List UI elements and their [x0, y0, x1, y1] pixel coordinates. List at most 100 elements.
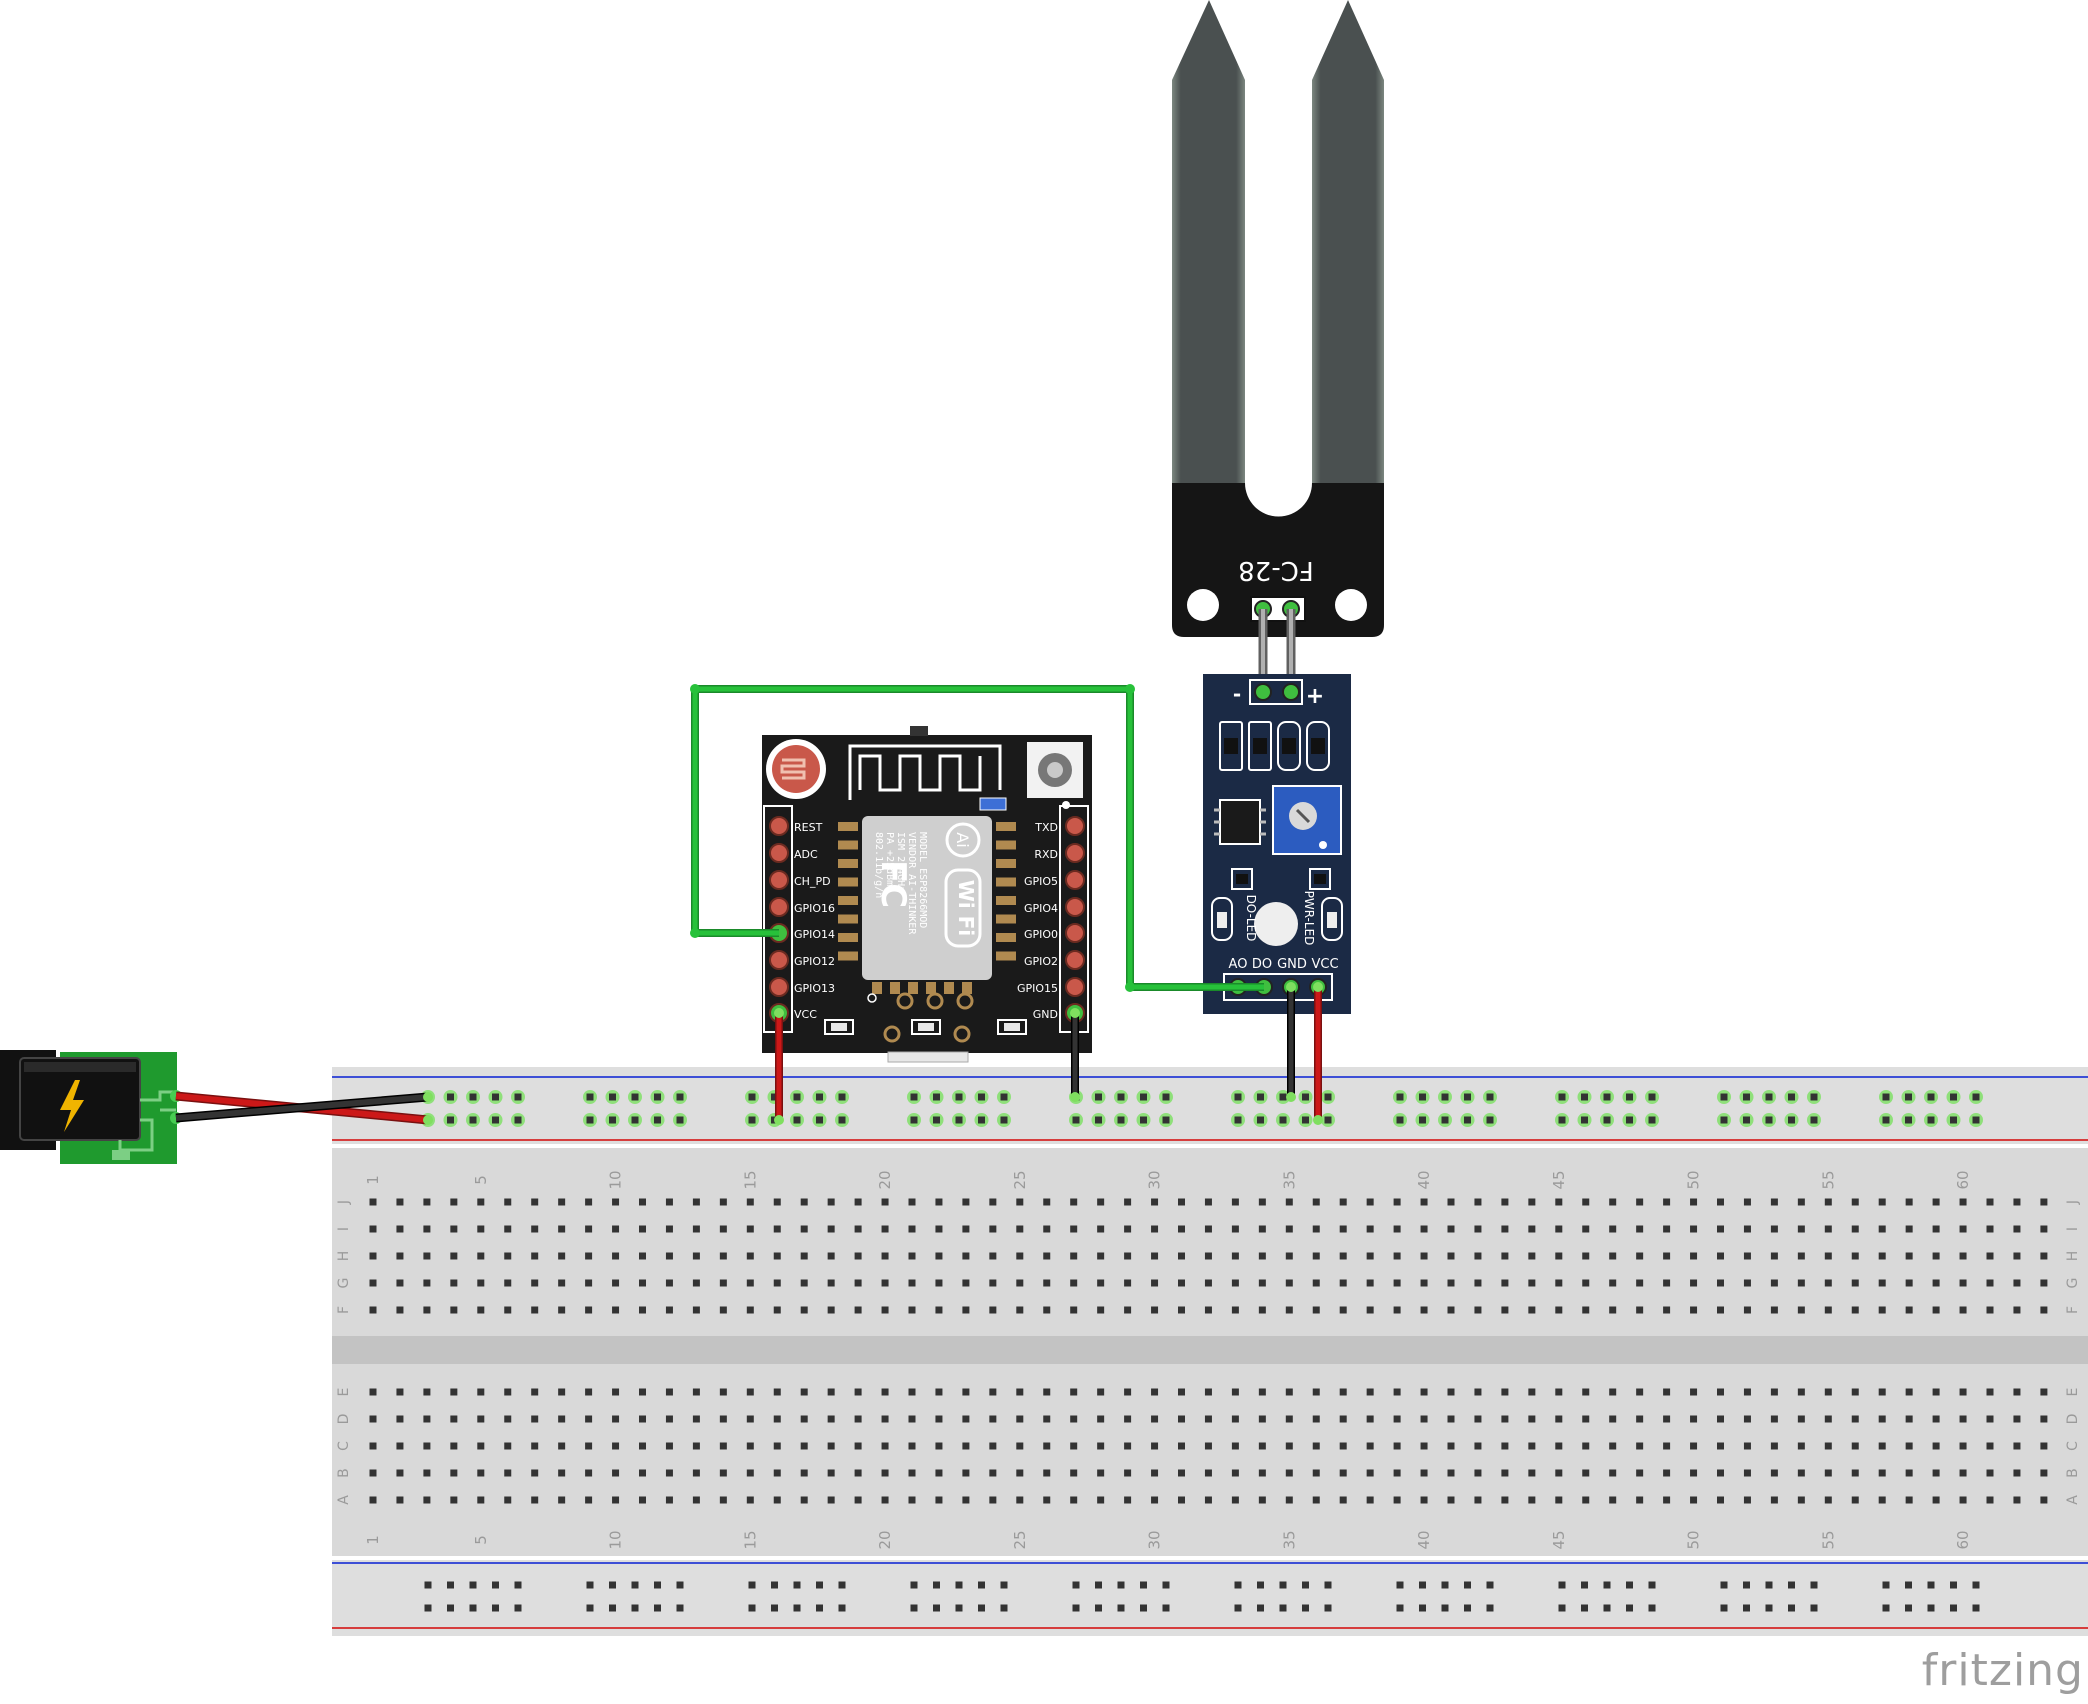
rail-hole — [1558, 1116, 1566, 1124]
terminal-hole — [423, 1198, 431, 1206]
rail-hole — [1396, 1604, 1404, 1612]
terminal-hole — [1851, 1415, 1859, 1423]
terminal-hole — [1151, 1198, 1159, 1206]
rail-hole — [1302, 1581, 1309, 1589]
terminal-hole — [558, 1225, 566, 1233]
terminal-hole — [1636, 1415, 1644, 1423]
terminal-hole — [1097, 1415, 1105, 1423]
rail-hole — [1648, 1116, 1656, 1124]
terminal-hole — [1636, 1198, 1644, 1206]
terminal-hole — [1932, 1252, 1940, 1260]
terminal-hole — [746, 1415, 754, 1423]
terminal-hole — [1663, 1388, 1671, 1396]
terminal-hole — [935, 1252, 943, 1260]
rail-hole — [1810, 1116, 1818, 1124]
terminal-hole — [396, 1306, 404, 1314]
terminal-hole — [1312, 1306, 1320, 1314]
column-number-label: 1 — [364, 1535, 382, 1545]
terminal-hole — [504, 1496, 512, 1504]
terminal-hole — [962, 1252, 970, 1260]
module-ic-pins — [1214, 808, 1266, 836]
rail-hole — [1905, 1604, 1912, 1612]
probe-left-prong — [1172, 0, 1245, 485]
rail-hole — [492, 1604, 499, 1612]
terminal-hole — [504, 1388, 512, 1396]
terminal-hole — [746, 1198, 754, 1206]
rail-hole — [586, 1093, 594, 1101]
row-letter-label: J — [336, 1200, 352, 1205]
row-letter-label: H — [336, 1251, 352, 1262]
terminal-hole — [1609, 1252, 1617, 1260]
rail-hole — [586, 1116, 594, 1124]
terminal-hole — [1124, 1306, 1132, 1314]
terminal-hole — [1501, 1252, 1509, 1260]
rail-hole — [1095, 1604, 1102, 1612]
wire-gpio14-to-do-core — [692, 686, 1264, 990]
terminal-hole — [639, 1415, 646, 1423]
esp-pad — [962, 982, 972, 994]
rail-hole — [793, 1093, 801, 1101]
terminal-hole — [1393, 1306, 1401, 1314]
terminal-hole — [531, 1279, 539, 1287]
terminal-hole — [1636, 1252, 1644, 1260]
terminal-hole — [531, 1415, 539, 1423]
terminal-hole — [1986, 1306, 1994, 1314]
esp-right-pin-label: GPIO15 — [1017, 982, 1058, 995]
rail-hole — [1743, 1604, 1750, 1612]
do-led-label: DO-LED — [1244, 895, 1258, 942]
esp-pad — [996, 896, 1016, 905]
esp-right-pin — [1065, 950, 1085, 970]
terminal-hole — [1258, 1306, 1266, 1314]
terminal-hole — [1636, 1225, 1644, 1233]
module-pin-label-do: DO — [1252, 957, 1272, 972]
terminal-hole — [1743, 1496, 1751, 1504]
terminal-hole — [746, 1306, 754, 1314]
terminal-hole — [692, 1442, 700, 1450]
terminal-hole — [1582, 1225, 1590, 1233]
terminal-hole — [1555, 1306, 1563, 1314]
rail-hole — [1396, 1093, 1404, 1101]
terminal-hole — [692, 1388, 700, 1396]
rail-hole — [514, 1116, 522, 1124]
rail-hole — [1162, 1604, 1170, 1612]
terminal-hole — [639, 1469, 646, 1477]
terminal-hole — [585, 1469, 593, 1477]
terminal-hole — [1285, 1496, 1293, 1504]
terminal-hole — [1393, 1442, 1401, 1450]
terminal-hole — [1339, 1469, 1347, 1477]
terminal-hole — [1258, 1415, 1266, 1423]
rail-hole — [1788, 1581, 1795, 1589]
rail-hole — [1419, 1604, 1426, 1612]
terminal-hole — [1528, 1279, 1536, 1287]
terminal-hole — [1204, 1442, 1212, 1450]
rail-hole — [676, 1604, 684, 1612]
terminal-hole — [665, 1306, 673, 1314]
terminal-hole — [746, 1442, 754, 1450]
terminal-hole — [396, 1252, 404, 1260]
do-led-body — [1217, 912, 1227, 928]
rail-hole — [793, 1116, 801, 1124]
terminal-hole — [396, 1469, 404, 1477]
terminal-hole — [1124, 1388, 1132, 1396]
terminal-hole — [558, 1388, 566, 1396]
terminal-hole — [477, 1225, 485, 1233]
terminal-hole — [450, 1279, 458, 1287]
rail-hole — [654, 1604, 661, 1612]
terminal-hole — [1043, 1415, 1051, 1423]
terminal-hole — [1124, 1442, 1132, 1450]
terminal-hole — [1258, 1496, 1266, 1504]
terminal-hole — [1393, 1415, 1401, 1423]
terminal-hole — [1016, 1442, 1024, 1450]
terminal-hole — [692, 1252, 700, 1260]
terminal-hole — [1582, 1198, 1590, 1206]
terminal-hole — [1528, 1496, 1536, 1504]
terminal-hole — [585, 1225, 593, 1233]
rail-hole — [910, 1581, 918, 1589]
terminal-hole — [1959, 1198, 1967, 1206]
wire-jack-black-core — [175, 1094, 429, 1121]
rail-hole — [1257, 1093, 1264, 1101]
rail-hole — [469, 1581, 477, 1589]
terminal-hole — [1717, 1469, 1724, 1477]
terminal-hole — [585, 1279, 593, 1287]
terminal-hole — [1285, 1388, 1293, 1396]
